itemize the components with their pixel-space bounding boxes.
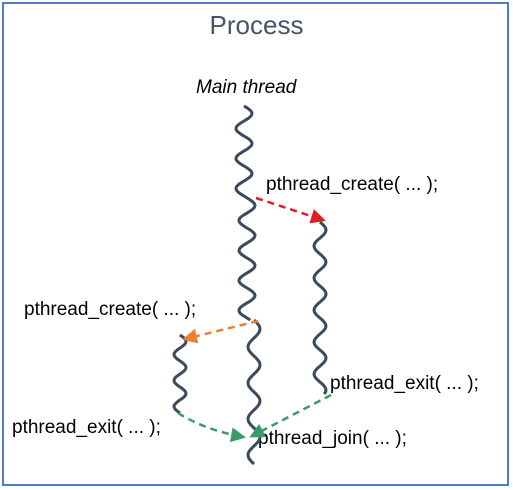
thread-1-line	[312, 220, 328, 395]
pthread-join-label: pthread_join( ... );	[258, 428, 407, 449]
join-arrow-thread-2	[177, 411, 246, 443]
create-arrow-thread-2	[182, 319, 259, 344]
main-thread-line-bottom	[246, 318, 262, 466]
process-title: Process	[209, 10, 304, 40]
pthread-exit-label-1: pthread_exit( ... );	[330, 373, 479, 394]
process-boundary	[2, 2, 509, 486]
main-thread-line-middle	[237, 196, 257, 322]
main-thread-line-top	[234, 104, 254, 200]
pthread-create-label-2: pthread_create( ... );	[24, 299, 197, 320]
pthread-exit-label-2: pthread_exit( ... );	[12, 417, 161, 438]
pthread-create-label-1: pthread_create( ... );	[266, 174, 439, 195]
main-thread-label: Main thread	[196, 77, 297, 98]
create-arrow-thread-1	[255, 196, 326, 224]
join-arrow-thread-1	[249, 393, 332, 438]
thread-2-line	[172, 333, 188, 415]
